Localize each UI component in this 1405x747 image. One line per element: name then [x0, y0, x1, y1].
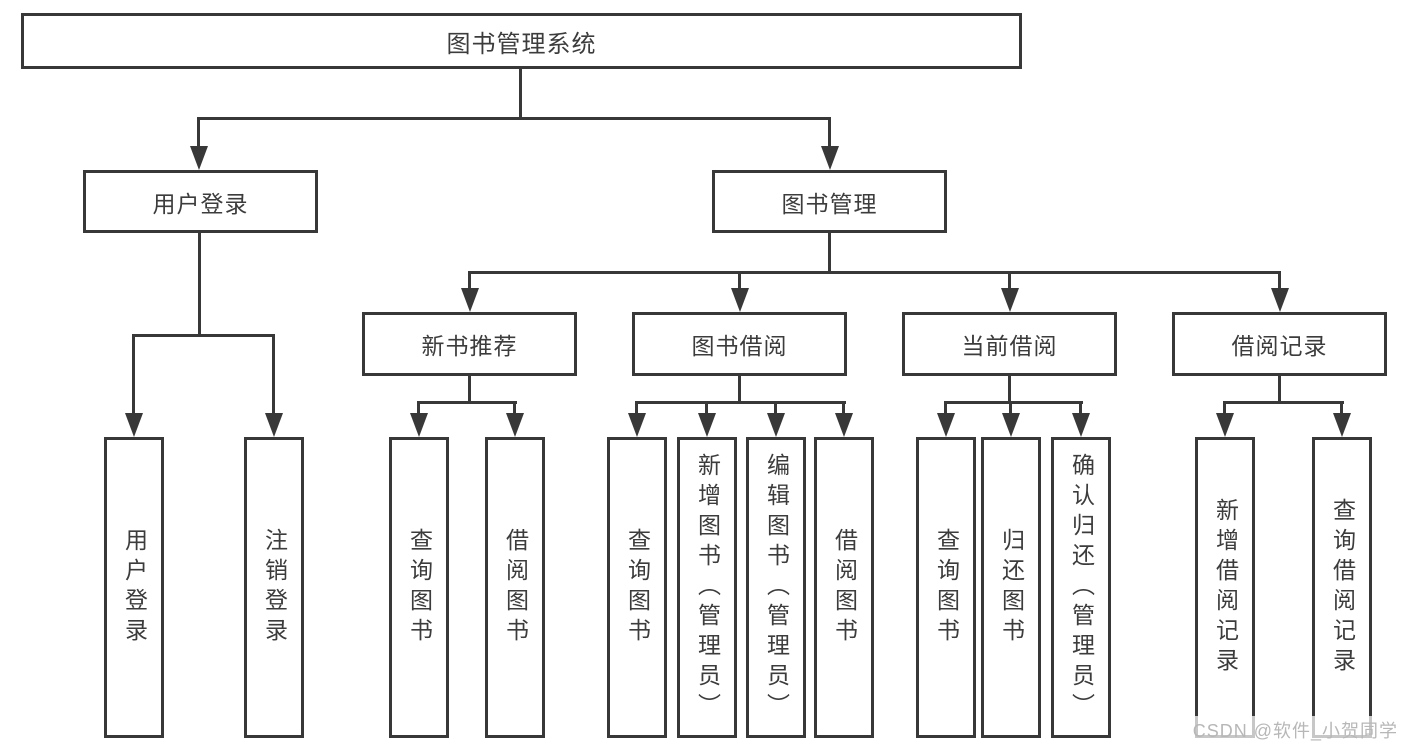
arrow-down-icon: [461, 288, 479, 312]
connector-leaf-drop: [272, 334, 275, 416]
arrow-down-icon: [265, 413, 283, 437]
leaf-label: 归还图书: [998, 527, 1025, 648]
connector-level2-branch: [197, 117, 831, 120]
node-borrow-records: 借阅记录: [1172, 312, 1387, 376]
leaf-return-book: 归还图书: [981, 437, 1041, 738]
connector-user-login-splitter: [132, 334, 275, 337]
leaf-add-borrow-record: 新增借阅记录: [1195, 437, 1255, 738]
node-root: 图书管理系统: [21, 13, 1022, 69]
leaf-label: 借阅图书: [502, 527, 529, 648]
connector-book-borrow-stem: [738, 373, 741, 404]
leaf-borrow-books: 借阅图书: [814, 437, 874, 738]
leaf-query-books-current: 查询图书: [916, 437, 976, 738]
connector-leaf-drop: [705, 401, 708, 417]
connector-new-book-stem: [468, 373, 471, 404]
arrow-down-icon: [628, 413, 646, 437]
connector-root-stem: [519, 66, 522, 119]
leaf-query-borrow-record: 查询借阅记录: [1312, 437, 1372, 738]
node-book-management: 图书管理: [712, 170, 947, 233]
connector-borrow-records-splitter: [1223, 401, 1344, 404]
leaf-label: 借阅图书: [831, 527, 858, 648]
connector-leaf-drop: [1223, 401, 1226, 417]
connector-level3-drop: [738, 271, 741, 291]
leaf-label: 确认归还（管理员）: [1068, 452, 1095, 723]
leaf-label: 查询借阅记录: [1329, 497, 1356, 678]
arrow-down-icon: [1072, 413, 1090, 437]
arrow-down-icon: [1333, 413, 1351, 437]
node-label: 用户登录: [152, 190, 249, 217]
leaf-confirm-return-admin: 确认归还（管理员）: [1051, 437, 1111, 738]
arrow-down-icon: [731, 288, 749, 312]
arrow-down-icon: [767, 413, 785, 437]
connector-user-login-stem: [198, 231, 201, 337]
connector-new-book-splitter: [417, 401, 517, 404]
connector-book-mgmt-stem: [828, 231, 831, 274]
connector-level3-branch: [468, 271, 1281, 274]
node-label: 新书推荐: [421, 333, 518, 359]
connector-level3-drop: [1008, 271, 1011, 291]
leaf-edit-book-admin: 编辑图书（管理员）: [746, 437, 806, 738]
connector-leaf-drop: [635, 401, 638, 417]
leaf-label: 查询图书: [624, 527, 651, 648]
node-label: 借阅记录: [1231, 333, 1328, 359]
connector-leaf-drop: [1079, 401, 1082, 417]
leaf-add-book-admin: 新增图书（管理员）: [677, 437, 737, 738]
connector-level3-drop: [1278, 271, 1281, 291]
arrow-down-icon: [698, 413, 716, 437]
node-new-book-recommend: 新书推荐: [362, 312, 577, 376]
connector-book-mgmt-drop: [828, 117, 831, 150]
leaf-label: 查询图书: [933, 527, 960, 648]
leaf-label: 注销登录: [261, 527, 288, 648]
arrow-down-icon: [125, 413, 143, 437]
node-label: 图书管理: [781, 190, 878, 217]
node-user-login: 用户登录: [83, 170, 318, 233]
node-label: 图书管理系统: [446, 30, 597, 58]
csdn-watermark: CSDN @软件_小贺同学: [1189, 716, 1401, 744]
node-label: 当前借阅: [961, 333, 1058, 359]
connector-leaf-drop: [417, 401, 420, 417]
connector-book-borrow-splitter: [635, 401, 846, 404]
connector-leaf-drop: [1340, 401, 1343, 417]
leaf-logout: 注销登录: [244, 437, 304, 738]
connector-current-borrow-splitter: [944, 401, 1083, 404]
arrow-down-icon: [1002, 413, 1020, 437]
leaf-label: 新增借阅记录: [1212, 497, 1239, 678]
leaf-query-books-newbook: 查询图书: [389, 437, 449, 738]
leaf-label: 查询图书: [406, 527, 433, 648]
arrow-down-icon: [937, 413, 955, 437]
connector-borrow-records-stem: [1278, 373, 1281, 404]
arrow-down-icon: [410, 413, 428, 437]
node-book-borrow: 图书借阅: [632, 312, 847, 376]
connector-leaf-drop: [842, 401, 845, 417]
connector-leaf-drop: [513, 401, 516, 417]
connector-leaf-drop: [132, 334, 135, 416]
connector-user-login-drop: [197, 117, 200, 150]
connector-leaf-drop: [1009, 401, 1012, 417]
arrow-down-icon: [821, 146, 839, 170]
node-label: 图书借阅: [691, 333, 788, 359]
arrow-down-icon: [1271, 288, 1289, 312]
node-current-borrow: 当前借阅: [902, 312, 1117, 376]
arrow-down-icon: [190, 146, 208, 170]
leaf-borrow-books-newbook: 借阅图书: [485, 437, 545, 738]
arrow-down-icon: [835, 413, 853, 437]
connector-leaf-drop: [774, 401, 777, 417]
connector-level3-drop: [468, 271, 471, 291]
leaf-query-books-borrow: 查询图书: [607, 437, 667, 738]
connector-leaf-drop: [944, 401, 947, 417]
connector-current-borrow-stem: [1008, 373, 1011, 404]
leaf-label: 编辑图书（管理员）: [763, 452, 790, 723]
leaf-label: 新增图书（管理员）: [694, 452, 721, 723]
arrow-down-icon: [506, 413, 524, 437]
leaf-label: 用户登录: [121, 527, 148, 648]
arrow-down-icon: [1001, 288, 1019, 312]
leaf-user-login: 用户登录: [104, 437, 164, 738]
arrow-down-icon: [1216, 413, 1234, 437]
